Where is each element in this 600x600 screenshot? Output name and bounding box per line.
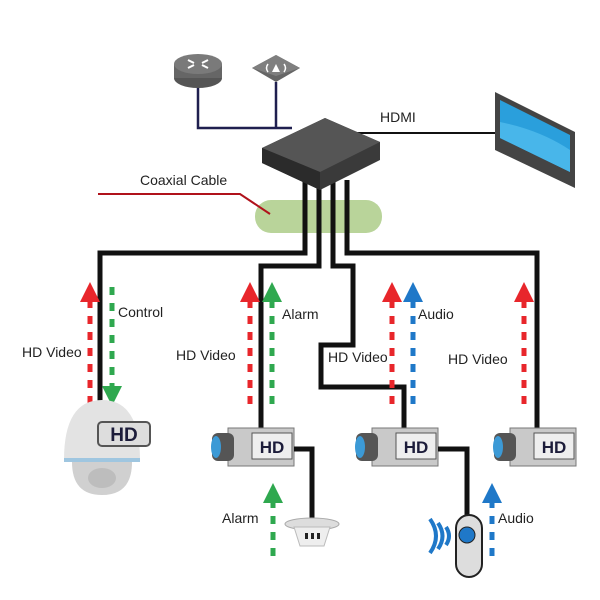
smoke-detector-icon <box>284 517 340 547</box>
hd-video-label-2: HD Video <box>176 347 236 363</box>
box-camera-4-icon: HD <box>493 427 577 467</box>
cable-camera-2 <box>258 180 322 432</box>
hd-badge: HD <box>110 425 137 446</box>
hdmi-label: HDMI <box>380 109 416 125</box>
hd-badge: HD <box>542 438 567 457</box>
alarm-sensor-label: Alarm <box>222 510 259 526</box>
alarm-label: Alarm <box>282 306 319 322</box>
dome-camera-icon: HD <box>64 400 151 495</box>
alarm-cable <box>294 446 315 525</box>
box-camera-2-icon: HD <box>211 427 295 467</box>
dvr-icon <box>262 118 380 190</box>
hd-video-label-4: HD Video <box>448 351 508 367</box>
hd-badge: HD <box>404 438 429 457</box>
control-label: Control <box>118 304 163 320</box>
hd-badge: HD <box>260 438 285 457</box>
audio-label: Audio <box>418 306 454 322</box>
router-link <box>196 85 292 130</box>
coaxial-cable-label: Coaxial Cable <box>140 172 227 188</box>
wireless-ap-icon <box>252 55 300 82</box>
microphone-icon <box>428 514 483 578</box>
box-camera-3-icon: HD <box>355 427 439 467</box>
hd-video-label-3: HD Video <box>328 349 388 365</box>
audio-sensor-label: Audio <box>498 510 534 526</box>
cable-camera-4 <box>344 180 540 432</box>
hd-video-label-1: HD Video <box>22 344 82 360</box>
audio-cable <box>438 446 470 520</box>
router-icon <box>174 54 222 88</box>
cable-dome <box>97 180 308 405</box>
coaxial-pointer <box>98 193 271 215</box>
monitor-icon <box>495 92 575 188</box>
